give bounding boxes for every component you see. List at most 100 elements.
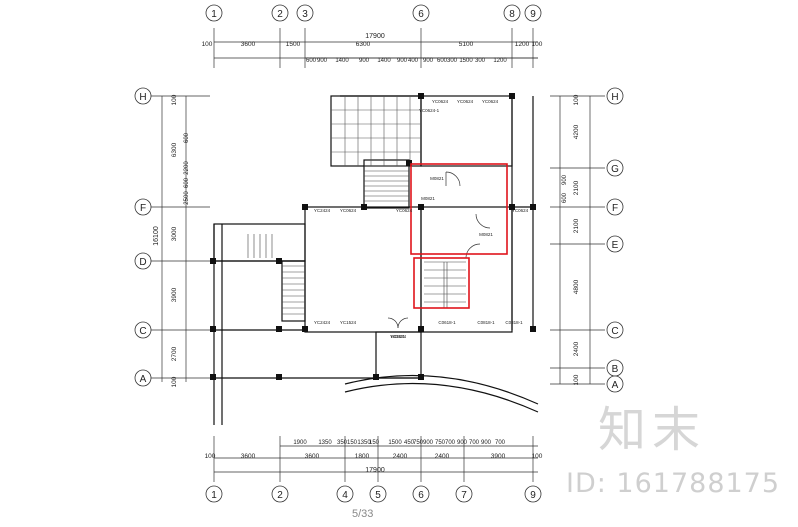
- window-tag: YC0624: [457, 99, 474, 104]
- dim-bottom-row1: 150: [347, 440, 358, 446]
- dim-top-row2: 300: [475, 58, 486, 64]
- dim-bottom-row1: 450: [404, 440, 415, 446]
- axis-label-right: C: [611, 326, 618, 337]
- dim-top-row2: 600: [437, 58, 448, 64]
- highlight-box-upper: [410, 163, 508, 255]
- watermark-logo: 知末: [598, 402, 707, 458]
- window-tag: YC0624: [482, 99, 499, 104]
- dim-bottom-row2: 1800: [355, 453, 370, 460]
- window-tag: YC0624: [396, 208, 413, 213]
- door-tag: YC0624: [512, 208, 529, 213]
- walls: [213, 95, 539, 425]
- dim-bottom-row1: 900: [423, 440, 434, 446]
- dim-left-segment: 3900: [171, 287, 178, 302]
- axis-label-left: A: [140, 374, 147, 385]
- dim-top-row2: 1400: [335, 58, 349, 64]
- axis-label-top: 3: [302, 9, 308, 20]
- dim-bottom-row1: 350: [337, 440, 348, 446]
- dim-bottom-row2: 2400: [435, 453, 450, 460]
- axis-label-right: B: [612, 364, 619, 375]
- dim-bottom-row1: 1350: [318, 440, 332, 446]
- dim-bottom-row1: 1500: [388, 440, 402, 446]
- dim-left-inner: 600: [184, 177, 190, 188]
- dim-left-segment: 3000: [171, 226, 178, 241]
- window-tag: YC2424: [314, 320, 331, 325]
- axis-label-bottom: 5: [375, 490, 381, 501]
- dim-bottom-row2: 3600: [305, 453, 320, 460]
- dim-left-total: 16100: [153, 226, 160, 246]
- window-tag: M0921: [391, 334, 405, 339]
- dim-bottom-row1: 700: [495, 440, 506, 446]
- dim-left-segment: 100: [171, 94, 178, 105]
- dim-bottom-row1: 1900: [293, 440, 307, 446]
- dim-right-segment: 2100: [573, 218, 580, 233]
- left-dimension-chain: [150, 95, 210, 382]
- dim-top-row1: 6300: [356, 41, 371, 48]
- dim-left-segment: 2700: [171, 346, 178, 361]
- dim-top-row2: 900: [397, 58, 408, 64]
- axis-label-left: C: [139, 326, 146, 337]
- window-tag: YC1524: [390, 334, 407, 339]
- dim-bottom-row1: 900: [457, 440, 468, 446]
- dim-right-segment: 2400: [573, 341, 580, 356]
- door-tag: M0821: [479, 232, 493, 237]
- dim-bottom-total: 17900: [365, 467, 385, 474]
- window-tag: YC0624: [340, 208, 357, 213]
- dim-right-segment: 4800: [573, 279, 580, 294]
- watermark-id: ID: 161788175: [566, 468, 781, 499]
- dim-top-row1: 1500: [286, 41, 301, 48]
- axis-label-right: H: [611, 92, 618, 103]
- dim-bottom-row1: 900: [481, 440, 492, 446]
- dim-bottom-row1: 150: [369, 440, 380, 446]
- window-tag: YC2424: [314, 208, 331, 213]
- window-tag: YC1524: [340, 320, 357, 325]
- axis-label-right: A: [612, 380, 619, 391]
- axis-label-right: G: [611, 164, 619, 175]
- door-tag: M0821: [430, 176, 444, 181]
- axis-label-bottom: 1: [211, 490, 217, 501]
- window-tag: C0818-1: [477, 320, 495, 325]
- dim-top-row2: 900: [423, 58, 434, 64]
- right-axis-bubbles: [606, 87, 624, 393]
- dim-top-row1: 5100: [459, 41, 474, 48]
- dim-top-row2: 900: [317, 58, 328, 64]
- axis-label-top: 8: [509, 9, 515, 20]
- bottom-dimension-chain: [213, 436, 538, 482]
- window-tag: C0618-1: [438, 320, 456, 325]
- axis-label-bottom: 2: [277, 490, 283, 501]
- dim-bottom-row1: 750: [413, 440, 424, 446]
- door-tag: M0821: [421, 196, 435, 201]
- dim-top-row2: 400: [408, 58, 419, 64]
- top-dimension-chain: [213, 28, 538, 68]
- window-tag: C0818-1: [505, 320, 523, 325]
- axis-label-left: D: [139, 257, 146, 268]
- dim-bottom-row1: 700: [469, 440, 480, 446]
- page-number: 5/33: [352, 508, 374, 520]
- dim-right-segment: 100: [573, 94, 580, 105]
- dim-top-total: 17900: [365, 33, 385, 40]
- left-axis-bubbles: [134, 87, 152, 387]
- dim-top-row1: 100: [202, 41, 213, 48]
- dim-top-row2: 300: [447, 58, 458, 64]
- dim-top-row2: 1500: [459, 58, 473, 64]
- dim-right-inner: 900: [562, 174, 568, 185]
- dim-left-segment: 6300: [171, 142, 178, 157]
- dim-left-inner: 600: [184, 132, 190, 143]
- dim-top-row1: 1200: [515, 41, 530, 48]
- dim-top-row2: 1400: [377, 58, 391, 64]
- stair-treads: [247, 165, 466, 315]
- dim-left-segment: 100: [171, 376, 178, 387]
- dim-top-row2: 1200: [493, 58, 507, 64]
- pergola-grid: [331, 96, 421, 166]
- dim-top-row2: 900: [359, 58, 370, 64]
- door-swings: [387, 171, 491, 329]
- right-dimension-chain: [550, 95, 605, 385]
- dim-right-segment: 100: [573, 374, 580, 385]
- dim-bottom-row1: 700: [445, 440, 456, 446]
- dim-bottom-row2: 3900: [491, 453, 506, 460]
- axis-label-bottom: 4: [342, 490, 348, 501]
- axis-label-left: H: [139, 92, 146, 103]
- dim-right-segment: 4200: [573, 124, 580, 139]
- axis-label-bottom: 7: [461, 490, 467, 501]
